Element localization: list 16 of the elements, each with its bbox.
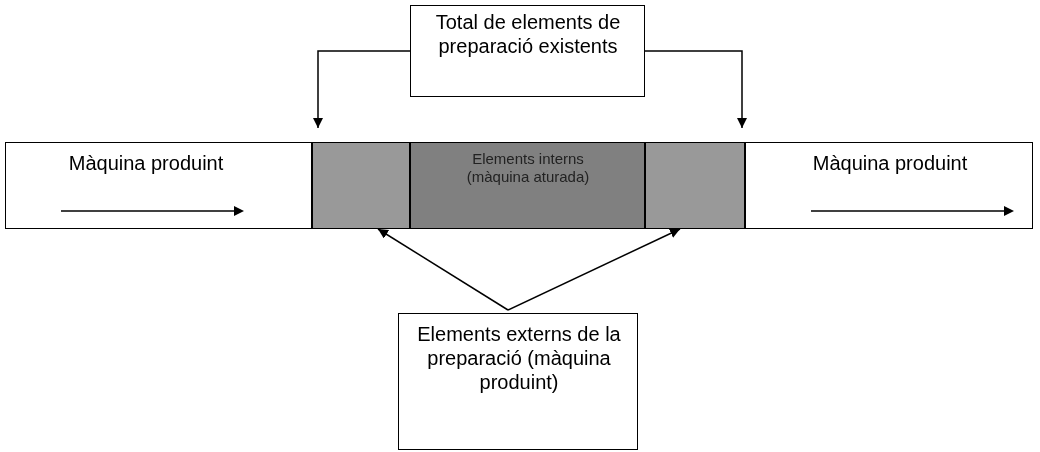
segment-label: Màquina produint [67,151,225,175]
segment-label: Màquina produint [811,151,969,175]
arrow [644,50,747,129]
callout-text: Elements externs de la preparació (màquina produint) [416,322,622,394]
arrow [377,228,509,311]
segment-label: Elements interns (màquina aturada) [465,150,591,186]
band-segment [645,142,745,229]
arrow [507,228,681,311]
arrow [313,50,411,129]
band-segment [312,142,410,229]
callout-box [398,313,638,450]
callout-box [410,5,645,97]
callout-text: Total de elements de preparació existents [434,10,622,58]
band-segment [410,142,645,229]
band-segment [5,142,312,229]
band-segment [745,142,1033,229]
